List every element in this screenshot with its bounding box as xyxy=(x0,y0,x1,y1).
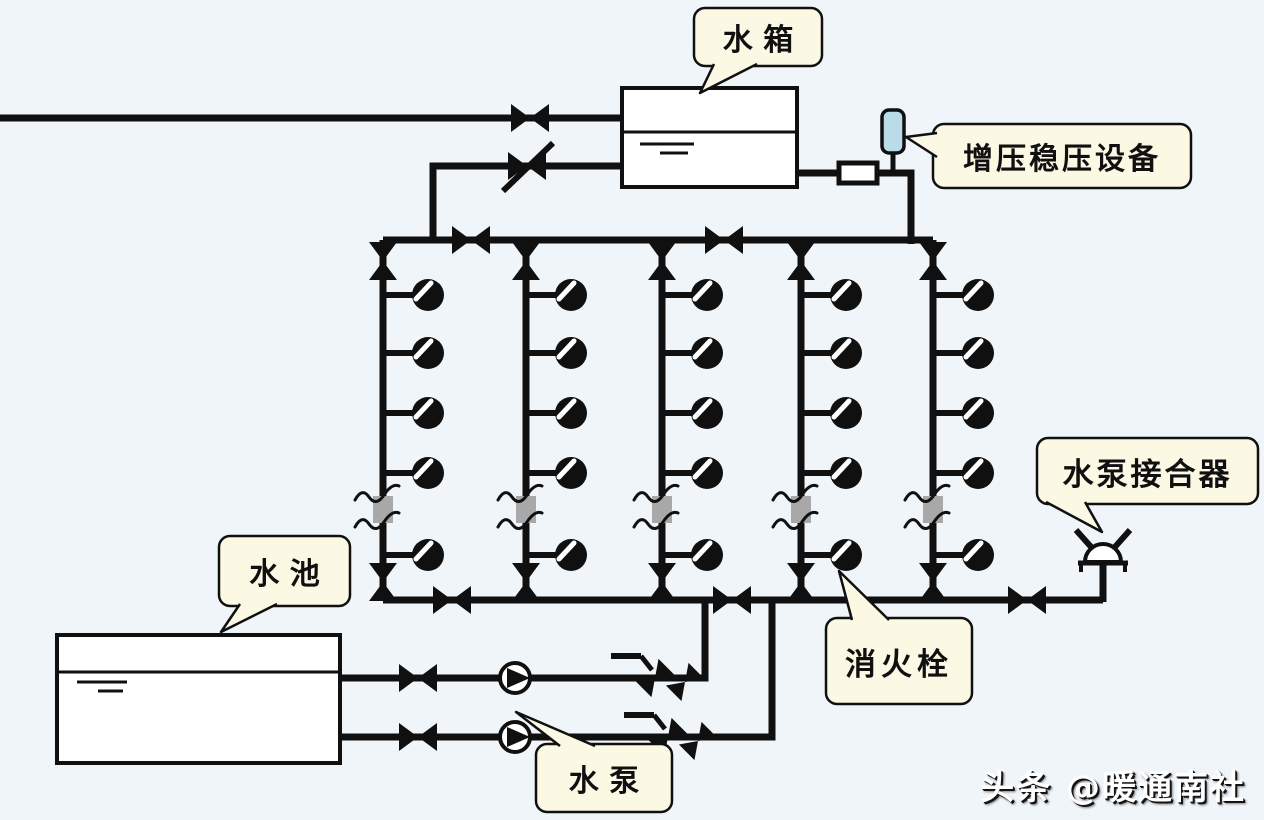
callout-tail xyxy=(837,569,890,621)
callout-pool xyxy=(217,534,352,608)
callout-tail xyxy=(698,62,758,95)
gate-valve-icon xyxy=(452,226,490,254)
callout-pump-coupler xyxy=(1035,436,1260,506)
pipe-break-icon xyxy=(903,483,951,531)
pump-icon xyxy=(498,720,532,754)
gate-valve-icon xyxy=(399,664,437,692)
gate-valve-icon xyxy=(919,242,947,280)
gate-valve-icon xyxy=(369,563,397,601)
gate-valve-icon xyxy=(648,563,676,601)
pipe-break-icon xyxy=(496,483,544,531)
pump-coupler-icon xyxy=(1073,528,1133,572)
fire-hydrant-icon xyxy=(933,337,994,369)
fire-hydrant-icon xyxy=(383,337,444,369)
callout-hydrant xyxy=(824,616,974,706)
fire-hydrant-icon xyxy=(662,397,723,429)
fire-hydrants xyxy=(383,279,994,571)
fire-hydrant-icon xyxy=(662,337,723,369)
gate-valve-icon xyxy=(512,563,540,601)
gate-valve-icon xyxy=(399,723,437,751)
callout-tail xyxy=(904,131,938,159)
pipe-break-icon xyxy=(632,483,680,531)
fire-hydrant-icon xyxy=(933,279,994,311)
pipe-break-icon xyxy=(353,483,401,531)
fire-hydrant-icon xyxy=(801,397,862,429)
gate-valve-icon xyxy=(648,242,676,280)
gate-valve-icon xyxy=(1008,586,1046,614)
fire-hydrant-icon xyxy=(801,457,862,489)
fire-hydrant-icon xyxy=(526,457,587,489)
pipe-break-icon xyxy=(771,483,819,531)
pump-icon xyxy=(498,661,532,695)
fire-hydrant-icon xyxy=(383,397,444,429)
gate-valve-icon xyxy=(512,242,540,280)
fire-hydrant-icon xyxy=(933,457,994,489)
pipe-break-marks xyxy=(353,483,951,531)
gate-valve-icon xyxy=(369,242,397,280)
water-pool-symbol xyxy=(55,633,342,765)
pump-discharge-pipes xyxy=(340,600,776,741)
gate-valve-icon xyxy=(787,563,815,601)
check-valve-slash xyxy=(500,140,556,194)
water-tank-symbol xyxy=(620,86,799,189)
pipe-fitting-symbol xyxy=(836,160,880,186)
fire-hydrant-icon xyxy=(526,337,587,369)
fire-hydrant-icon xyxy=(526,279,587,311)
fire-hydrant-icon xyxy=(383,457,444,489)
hydrant-risers xyxy=(379,240,937,600)
callout-tail xyxy=(514,710,596,748)
callout-water-tank xyxy=(692,6,824,68)
pressure-tank-symbol xyxy=(880,108,906,172)
fire-hydrant-icon xyxy=(801,337,862,369)
fire-hydrant-icon xyxy=(933,397,994,429)
fire-hydrant-icon xyxy=(383,279,444,311)
fire-hydrant-icon xyxy=(662,279,723,311)
callout-pump xyxy=(534,742,674,814)
fire-hydrant-icon xyxy=(526,397,587,429)
gate-valve-icon xyxy=(713,586,751,614)
fire-hydrant-icon xyxy=(801,279,862,311)
callout-tail xyxy=(1045,500,1104,534)
callout-bubbles xyxy=(217,6,1260,814)
callout-tail xyxy=(219,602,278,634)
fire-hydrant-icon xyxy=(662,457,723,489)
gate-valve-icon xyxy=(919,563,947,601)
gate-valve-icon xyxy=(433,586,471,614)
gate-valve-icon xyxy=(705,226,743,254)
gate-valve-icon xyxy=(511,104,549,132)
callout-pressure-tank xyxy=(931,122,1193,190)
gate-valve-icon xyxy=(787,242,815,280)
